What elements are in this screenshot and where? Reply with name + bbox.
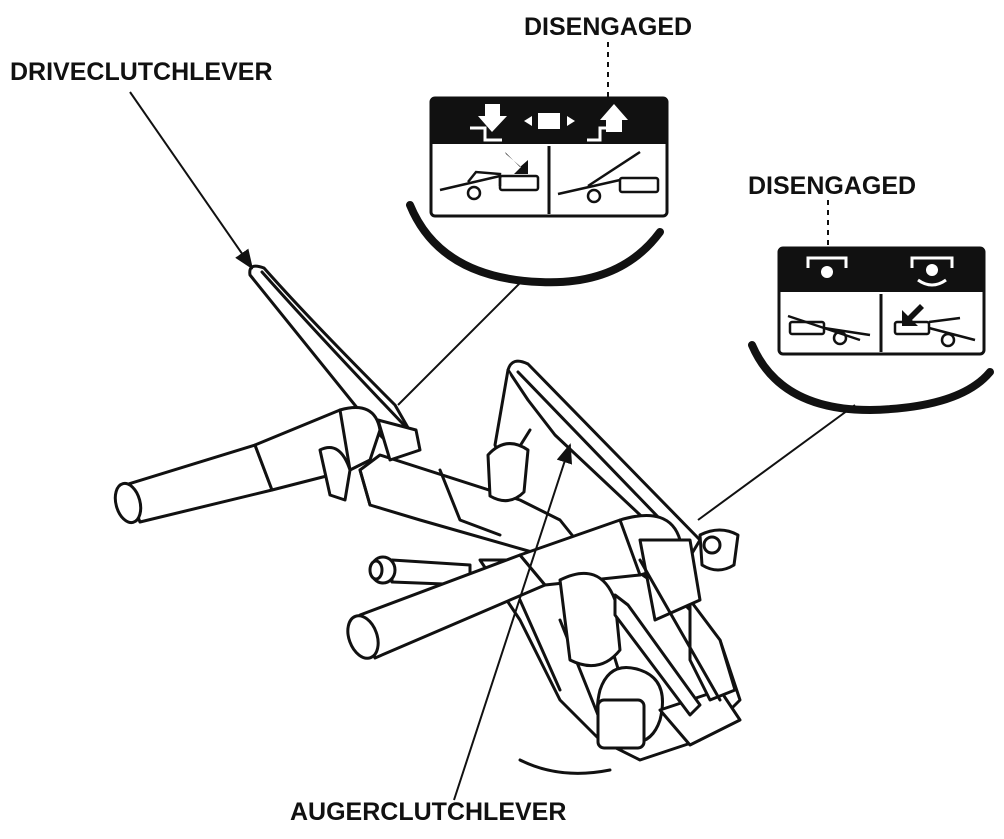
leader-lines (129, 42, 856, 801)
drive-clutch-lever (248, 264, 422, 462)
auger-lever-leader (453, 443, 573, 801)
left-handle-grip (113, 406, 382, 525)
right-bracket (558, 538, 722, 717)
drive-clutch-lever-label: DRIVECLUTCHLEVER (10, 58, 273, 86)
drive-callout-leader (397, 277, 526, 406)
drive-lever-leader (129, 91, 254, 270)
auger-clutch-lever-label: AUGERCLUTCHLEVER (290, 798, 567, 826)
drive-decal-callout (406, 96, 669, 287)
auger-disengaged-label: DISENGAGED (748, 172, 917, 200)
auger-callout-leader (697, 404, 856, 521)
drive-disengaged-label: DISENGAGED (524, 13, 693, 41)
auger-clutch-lever (486, 359, 702, 562)
auger-decal-callout (748, 246, 994, 415)
